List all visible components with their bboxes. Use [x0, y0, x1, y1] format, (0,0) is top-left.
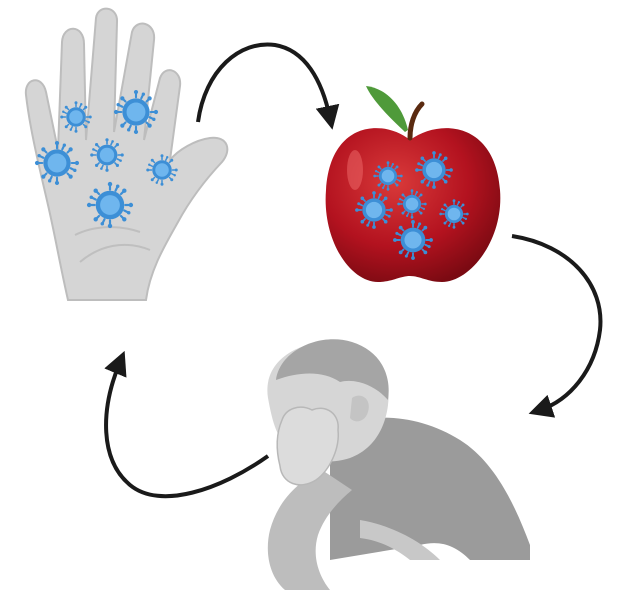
- apple-leaf: [366, 86, 408, 132]
- person-hands-covering-face: [277, 407, 338, 485]
- arrow-person-to-hand: [106, 362, 268, 496]
- sick-person-icon: [267, 339, 530, 590]
- contaminated-hand-icon: [26, 9, 228, 300]
- apple-highlight: [347, 150, 363, 190]
- arrow-hand-to-apple: [198, 44, 330, 122]
- apple-stem: [410, 104, 422, 138]
- arrow-apple-to-person: [512, 236, 600, 410]
- contaminated-apple-icon: [326, 86, 501, 282]
